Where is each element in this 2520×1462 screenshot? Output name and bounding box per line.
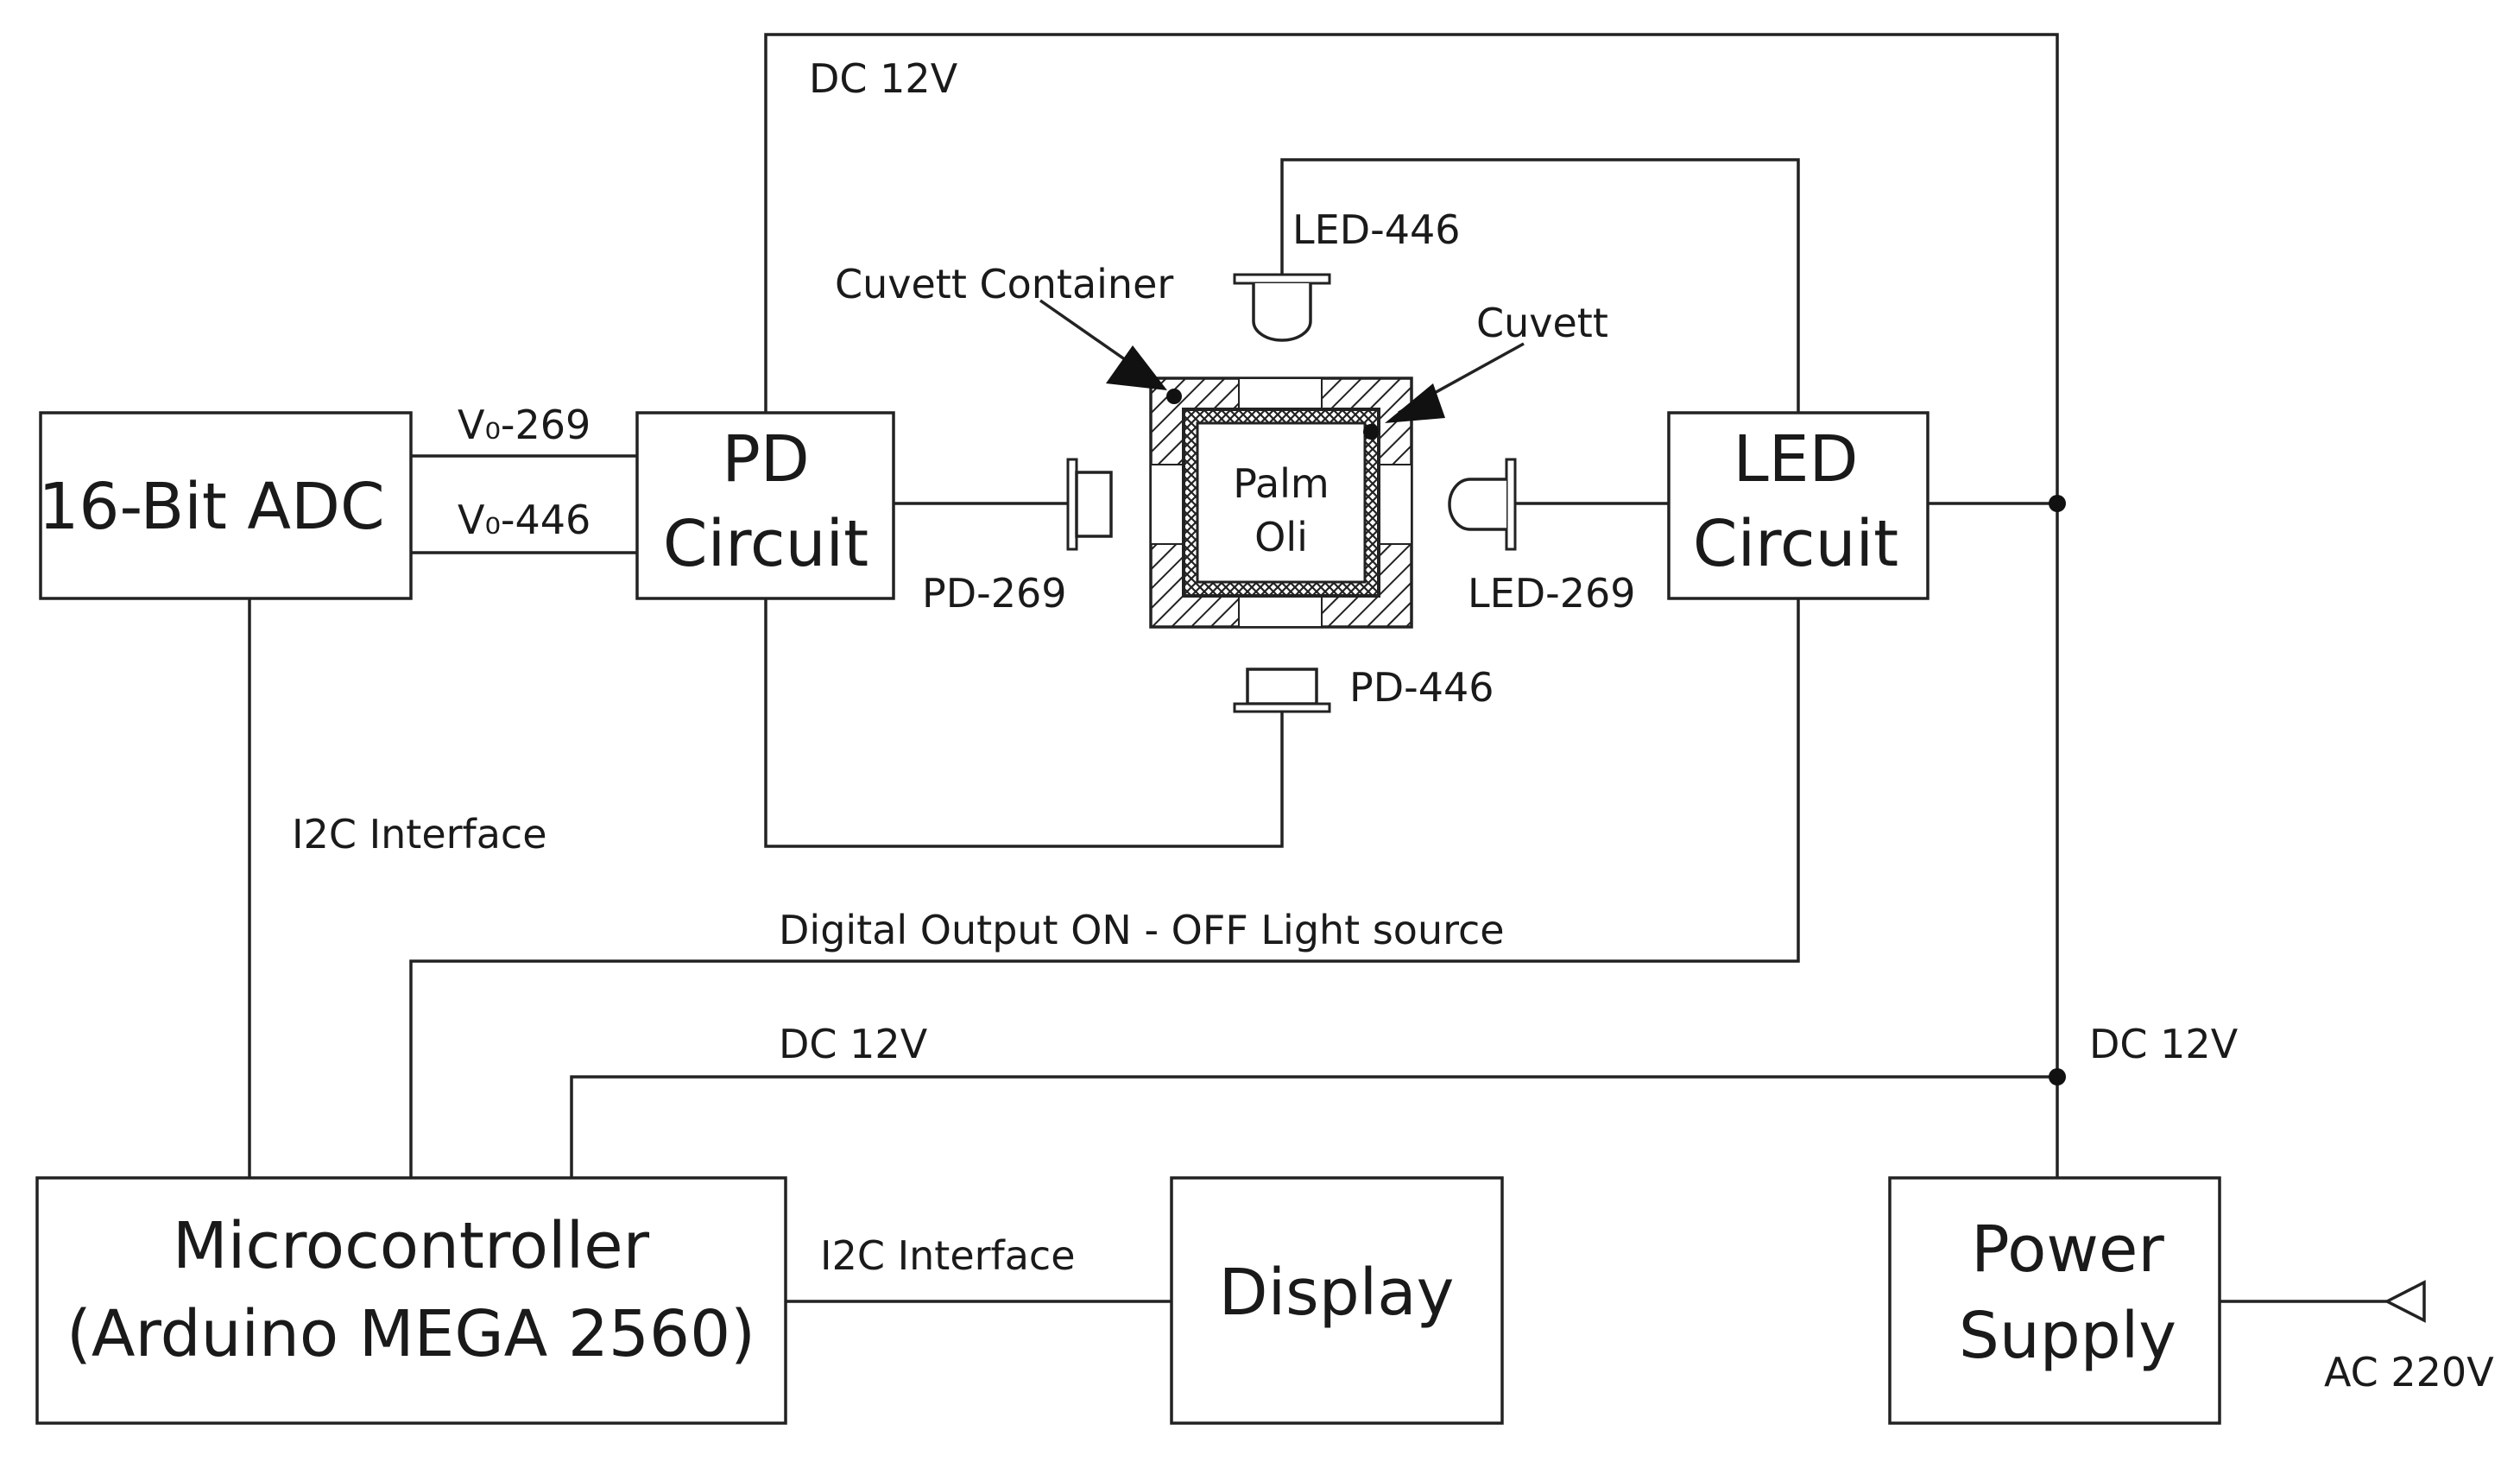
pd-269-label: PD-269 [922, 570, 1067, 617]
dc-12v-right-label: DC 12V [2089, 1021, 2239, 1067]
pd-446-icon [1233, 668, 1331, 713]
led-circuit-label-1: LED [1734, 422, 1859, 497]
dc-12v-mid-label: DC 12V [779, 1021, 928, 1067]
sample-label-1: Palm [1233, 460, 1329, 507]
sample-label-2: Oli [1254, 514, 1308, 560]
sample-area [1196, 421, 1367, 584]
pd-circuit-label-1: PD [722, 422, 810, 497]
pd-446-label: PD-446 [1349, 664, 1494, 711]
led-circuit-label-2: Circuit [1693, 507, 1898, 581]
adc-label: 16-Bit ADC [38, 470, 384, 544]
cuvett-container [1149, 377, 1413, 629]
power-supply-block [1888, 1176, 2221, 1425]
junction-dot-top [2049, 495, 2066, 512]
wire-pd446 [764, 598, 1284, 848]
i2c-interface-left-label: I2C Interface [292, 811, 547, 858]
cuvett-dot [1363, 424, 1379, 440]
microcontroller-label-2: (Arduino MEGA 2560) [66, 1297, 755, 1371]
wire-led446 [1280, 158, 1800, 413]
cuvett-container-dot [1166, 389, 1182, 404]
pd-circuit-block [635, 411, 895, 600]
cuvett-container-label: Cuvett Container [835, 261, 1173, 307]
wire-dc-mcu [570, 1075, 2057, 1178]
wires [248, 33, 2426, 1323]
cuvett-container-arrowhead-icon [1106, 345, 1167, 390]
ac-terminal-icon [2384, 1280, 2426, 1323]
led-269-label: LED-269 [1468, 570, 1636, 617]
digital-output-label: Digital Output ON - OFF Light source [779, 907, 1505, 953]
pd-269-icon [1066, 458, 1113, 551]
wire-digital-output [409, 598, 1800, 1178]
power-supply-label-2: Supply [1959, 1299, 2176, 1373]
led-269-icon [1448, 458, 1517, 551]
display-label: Display [1219, 1256, 1455, 1330]
cuvett-arrowhead-icon [1385, 383, 1445, 423]
led-circuit-block [1667, 411, 1929, 600]
microcontroller-block [35, 1176, 787, 1425]
junction-dot-bottom [2049, 1068, 2066, 1085]
wire-dc-top [764, 33, 2059, 1178]
v0-269-label: V₀-269 [458, 402, 591, 448]
display-block [1170, 1176, 1504, 1425]
ac-220v-label: AC 220V [2324, 1349, 2494, 1396]
power-supply-label-1: Power [1971, 1212, 2164, 1287]
microcontroller-label-1: Microcontroller [173, 1209, 650, 1283]
pd-circuit-label-2: Circuit [663, 507, 868, 581]
led-446-label: LED-446 [1292, 206, 1461, 253]
adc-block [39, 411, 413, 600]
dc-12v-top-label: DC 12V [809, 55, 958, 102]
v0-446-label: V₀-446 [458, 497, 591, 543]
led-446-icon [1233, 273, 1331, 342]
cuvett-label: Cuvett [1476, 300, 1608, 346]
i2c-interface-bottom-label: I2C Interface [820, 1232, 1076, 1279]
